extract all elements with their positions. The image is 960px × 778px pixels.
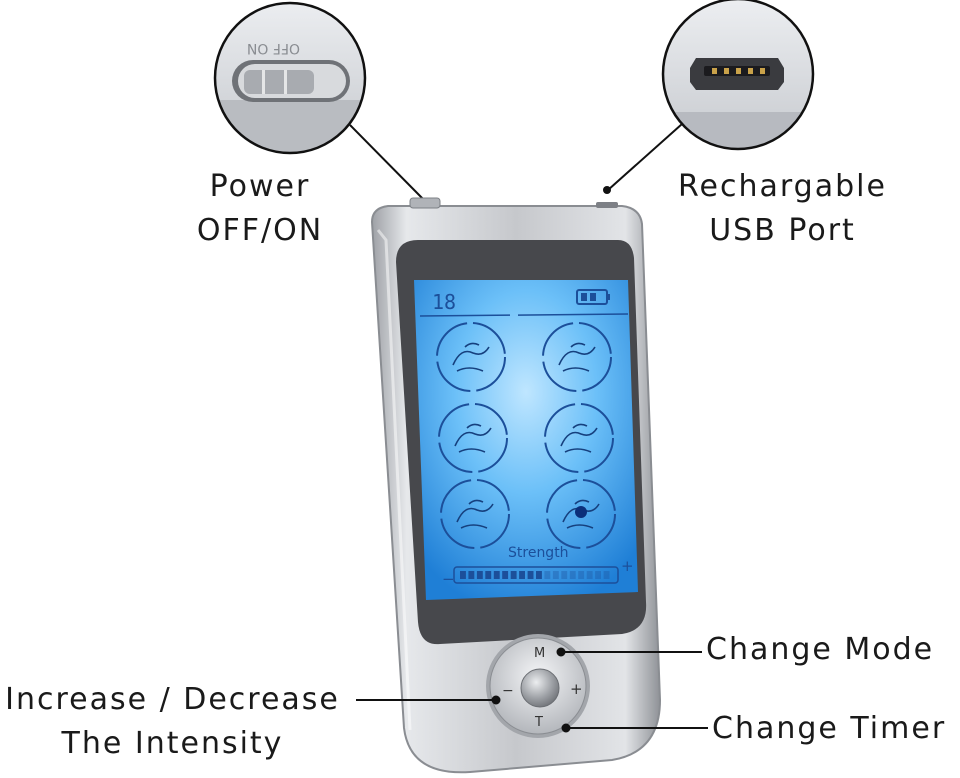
strength-segment: [544, 571, 551, 579]
control-dial: M T − +: [486, 634, 590, 738]
power-switch[interactable]: [409, 197, 441, 209]
strength-bar-frame: [453, 566, 619, 584]
strength-segment: [595, 571, 601, 579]
strength-segment: [510, 571, 517, 579]
timer-callout-label: Change Timer: [712, 707, 946, 751]
mode-icon-grid: [436, 322, 616, 549]
mode-callout-text: Change Mode: [706, 632, 935, 667]
strength-segment: [476, 571, 483, 579]
usb-port[interactable]: [596, 202, 618, 208]
timer-callout-text: Change Timer: [712, 711, 947, 746]
battery-icon: [576, 289, 610, 305]
usb-callout-line2: USB Port: [709, 212, 856, 248]
strength-segment: [527, 571, 534, 579]
callout-lines: [356, 647, 708, 733]
strength-segment: [603, 571, 610, 579]
usb-callout-line1: Rechargable: [678, 169, 887, 204]
lcd-screen: 18 Strength − +: [414, 280, 638, 600]
usb-callout-label: Rechargable USB Port: [655, 165, 910, 252]
strength-segment: [460, 571, 466, 579]
power-callout-label: Power OFF/ON: [170, 165, 350, 252]
strength-segment: [493, 571, 500, 579]
timer-button[interactable]: T: [534, 715, 543, 730]
strength-plus: +: [621, 557, 634, 575]
hand-massage-icon: [436, 322, 506, 392]
wrist-massage-icon: [542, 322, 612, 392]
timer-readout: 18: [432, 290, 456, 314]
knee-massage-icon: [440, 479, 510, 549]
intensity-callout-label: Increase / Decrease The Intensity: [0, 678, 345, 765]
strength-minus: −: [442, 570, 455, 588]
strength-bar: [460, 571, 610, 579]
increase-button[interactable]: +: [570, 680, 583, 698]
strength-segment: [468, 571, 475, 579]
power-switch-magnifier: OFF ON: [213, 1, 430, 207]
mode-callout-label: Change Mode: [706, 628, 934, 672]
power-callout-line2: OFF/ON: [196, 212, 324, 248]
center-button[interactable]: [520, 668, 560, 708]
switch-engraving: OFF ON: [247, 40, 300, 56]
decrease-button[interactable]: −: [502, 683, 514, 699]
mode-button[interactable]: M: [534, 646, 545, 661]
strength-segment: [485, 571, 492, 579]
strength-segment: [586, 571, 593, 579]
strength-segment: [552, 571, 559, 579]
foot-massage-icon: [544, 403, 614, 473]
strength-label: Strength: [508, 545, 569, 561]
strength-segment: [561, 571, 568, 579]
yin-yang-hands-icon: [546, 479, 616, 549]
intensity-callout-line2: The Intensity: [61, 725, 284, 761]
strength-segment: [578, 571, 585, 579]
strength-segment: [536, 571, 542, 579]
strength-segment: [569, 571, 576, 579]
strength-segment: [502, 571, 509, 579]
arm-massage-icon: [438, 403, 508, 473]
strength-segment: [519, 571, 525, 579]
intensity-callout-line1: Increase / Decrease: [5, 682, 340, 717]
power-callout-line1: Power: [209, 169, 311, 204]
